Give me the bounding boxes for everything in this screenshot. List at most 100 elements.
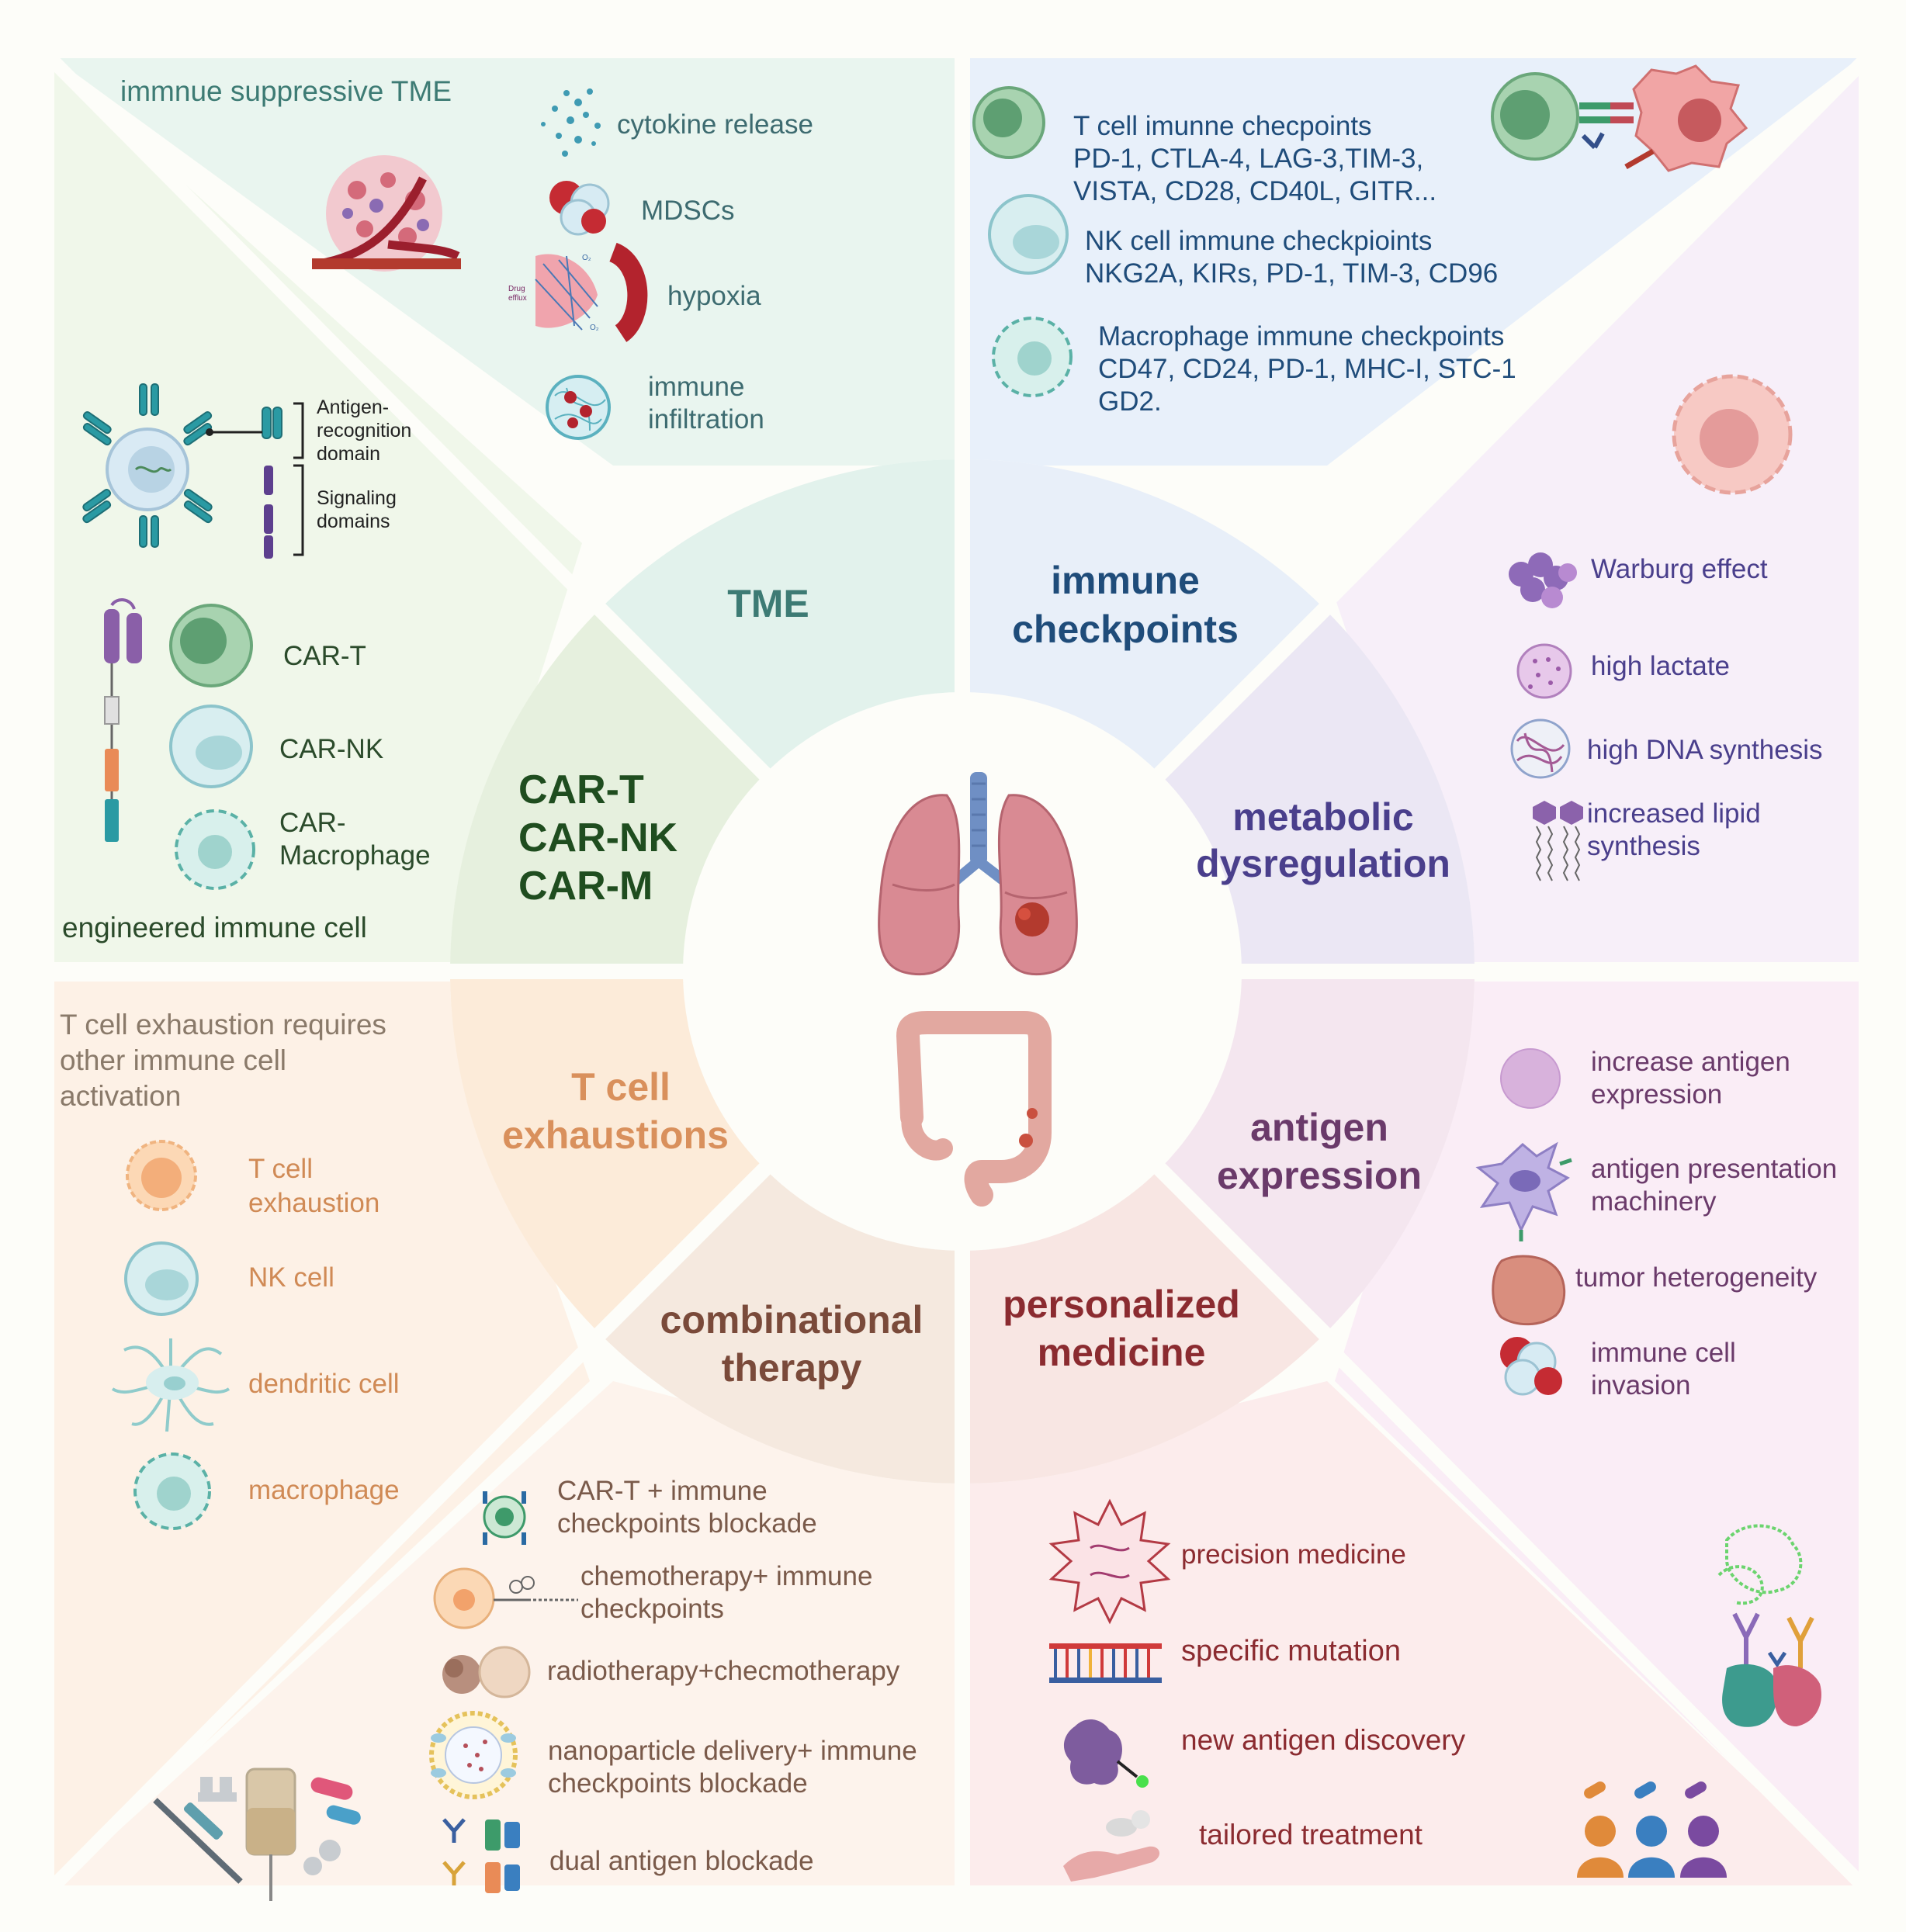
segment-label-car-nk: CAR-NK xyxy=(518,815,678,860)
metabolic-item-lipid-1: increased lipid xyxy=(1587,798,1761,829)
car-construct-icon xyxy=(104,598,142,842)
segment-label-antigen-1: antigen xyxy=(1250,1106,1388,1149)
dna-synthesis-icon xyxy=(1510,718,1571,779)
warburg-icon xyxy=(1509,552,1577,608)
checkpoint-nk-line1: NKG2A, KIRs, PD-1, TIM-3, CD96 xyxy=(1085,258,1498,289)
hypoxia-drug-label: Drug xyxy=(508,285,525,293)
antigen-expression-icon xyxy=(1500,1048,1561,1109)
exhaustion-title-2: other immune cell xyxy=(60,1044,286,1076)
exhaustion-item-dendritic: dendritic cell xyxy=(248,1369,400,1399)
antigen-item-invasion-2: invasion xyxy=(1591,1370,1690,1401)
segment-label-personalized-2: medicine xyxy=(1038,1331,1206,1374)
exhaustion-item-macrophage: macrophage xyxy=(248,1475,400,1505)
checkpoint-macrophage-line2: GD2. xyxy=(1098,386,1162,417)
car-cell-t: CAR-T xyxy=(283,641,366,671)
checkpoint-macrophage-line1: CD47, CD24, PD-1, MHC-I, STC-1 xyxy=(1098,354,1516,384)
macrophage-icon-top xyxy=(992,317,1073,397)
segment-label-car-m: CAR-M xyxy=(518,864,653,909)
exhaustion-item-tcell-2: exhaustion xyxy=(248,1188,379,1218)
antigen-item-invasion-1: immune cell xyxy=(1591,1338,1736,1368)
combo-item-chemo-1: chemotherapy+ immune xyxy=(580,1561,872,1591)
panel-personalized xyxy=(970,1381,1859,1885)
lactate-icon xyxy=(1516,643,1572,699)
nk-cell-icon-exhaustion xyxy=(124,1241,199,1316)
combo-item-radio: radiotherapy+checmotherapy xyxy=(547,1656,900,1686)
chemo-checkpoint-icon xyxy=(433,1567,578,1629)
tumor-vessel-icon xyxy=(312,155,461,272)
combo-item-nano-1: nanoparticle delivery+ immune xyxy=(548,1736,917,1766)
lipid-icon xyxy=(1533,801,1583,881)
car-cell-macrophage-2: Macrophage xyxy=(279,840,431,871)
car-cell-nk: CAR-NK xyxy=(279,734,383,764)
personalized-item-mutation: specific mutation xyxy=(1181,1635,1401,1667)
antigen-discovery-icon xyxy=(1063,1719,1149,1788)
iv-bag-syringe-icon xyxy=(153,1768,361,1901)
tme-item-hypoxia: hypoxia xyxy=(667,281,761,311)
metabolic-item-dna: high DNA synthesis xyxy=(1587,735,1822,765)
antigen-item-presentation-1: antigen presentation xyxy=(1591,1154,1837,1184)
checkpoint-tcell-line2: VISTA, CD28, CD40L, GITR... xyxy=(1073,176,1436,206)
segment-label-checkpoints-1: immune xyxy=(1051,559,1200,602)
car-nk-cell-icon xyxy=(169,705,253,788)
tcell-tumor-synapse-icon xyxy=(1491,64,1748,172)
combo-item-cart-2: checkpoints blockade xyxy=(557,1508,817,1539)
specific-mutation-icon xyxy=(1049,1643,1162,1683)
car-macrophage-icon xyxy=(175,809,255,890)
radiotherapy-icon xyxy=(442,1646,531,1698)
cytokine-icon xyxy=(541,88,601,157)
tme-panel-title: immnue suppressive TME xyxy=(120,75,452,107)
personalized-item-antigen: new antigen discovery xyxy=(1181,1724,1466,1756)
colon-icon xyxy=(896,1011,1052,1207)
segment-label-metabolic-2: dysregulation xyxy=(1196,842,1450,885)
panel-combination xyxy=(58,1381,955,1885)
car-t-cell-icon xyxy=(169,604,253,687)
patients-icon xyxy=(1577,1781,1727,1878)
hypoxia-o2-top: O₂ xyxy=(582,254,591,262)
dual-antigen-icon xyxy=(442,1818,520,1893)
panel-metabolic xyxy=(1335,66,1859,962)
t-cell-icon xyxy=(972,86,1045,159)
checkpoint-nk-title: NK cell immune checkpioints xyxy=(1085,226,1432,256)
panel-antigen xyxy=(1335,982,1859,1885)
metabolic-item-lactate: high lactate xyxy=(1591,651,1730,681)
antigen-presentation-icon xyxy=(1475,1141,1572,1241)
car-cell-macrophage-1: CAR- xyxy=(279,808,346,838)
segment-label-personalized-1: personalized xyxy=(1003,1283,1240,1326)
segment-label-tme: TME xyxy=(727,582,809,625)
personalized-item-precision: precision medicine xyxy=(1181,1539,1406,1570)
segment-label-combinational-1: combinational xyxy=(660,1298,924,1342)
combo-item-chemo-2: checkpoints xyxy=(580,1594,724,1624)
tailored-treatment-icon xyxy=(1063,1810,1160,1882)
personalized-item-tailored: tailored treatment xyxy=(1199,1819,1423,1851)
center-ring xyxy=(441,450,1484,1493)
exhausted-tcell-icon xyxy=(126,1140,197,1211)
dendritic-cell-icon xyxy=(111,1338,230,1432)
nk-cell-icon xyxy=(988,194,1069,275)
car-cell-schematic-icon xyxy=(82,383,304,559)
hypoxia-efflux-label: efflux xyxy=(508,294,527,303)
segment-label-checkpoints-2: checkpoints xyxy=(1012,608,1239,651)
exhaustion-title-3: activation xyxy=(60,1080,181,1112)
precision-medicine-icon xyxy=(1048,1498,1171,1625)
car-label-signaling: Signaling xyxy=(317,487,397,509)
combo-item-cart-1: CAR-T + immune xyxy=(557,1476,768,1506)
antibody-tumor-icon xyxy=(1717,1524,1821,1727)
combo-item-nano-2: checkpoints blockade xyxy=(548,1768,808,1799)
antigen-item-presentation-2: machinery xyxy=(1591,1186,1717,1217)
metabolic-item-warburg: Warburg effect xyxy=(1591,554,1768,584)
mdsc-icon xyxy=(549,181,610,236)
panel-tme xyxy=(54,58,955,466)
colon-detail xyxy=(901,1107,1038,1161)
checkpoint-tcell-title: T cell imunne checpoints xyxy=(1073,111,1372,141)
antigen-item-increase-1: increase antigen xyxy=(1591,1047,1790,1077)
segment-label-metabolic-1: metabolic xyxy=(1232,795,1413,839)
segment-label-antigen-2: expression xyxy=(1217,1154,1422,1197)
tumor-heterogeneity-icon xyxy=(1492,1255,1566,1326)
tme-item-cytokine: cytokine release xyxy=(617,109,813,140)
exhaustion-title-1: T cell exhaustion requires xyxy=(60,1009,386,1040)
checkpoint-macrophage-title: Macrophage immune checkpoints xyxy=(1098,321,1504,351)
segment-label-tcell-1: T cell xyxy=(571,1065,671,1109)
tme-item-infiltration-2: infiltration xyxy=(648,404,764,435)
panel-exhaustion xyxy=(54,982,590,1885)
